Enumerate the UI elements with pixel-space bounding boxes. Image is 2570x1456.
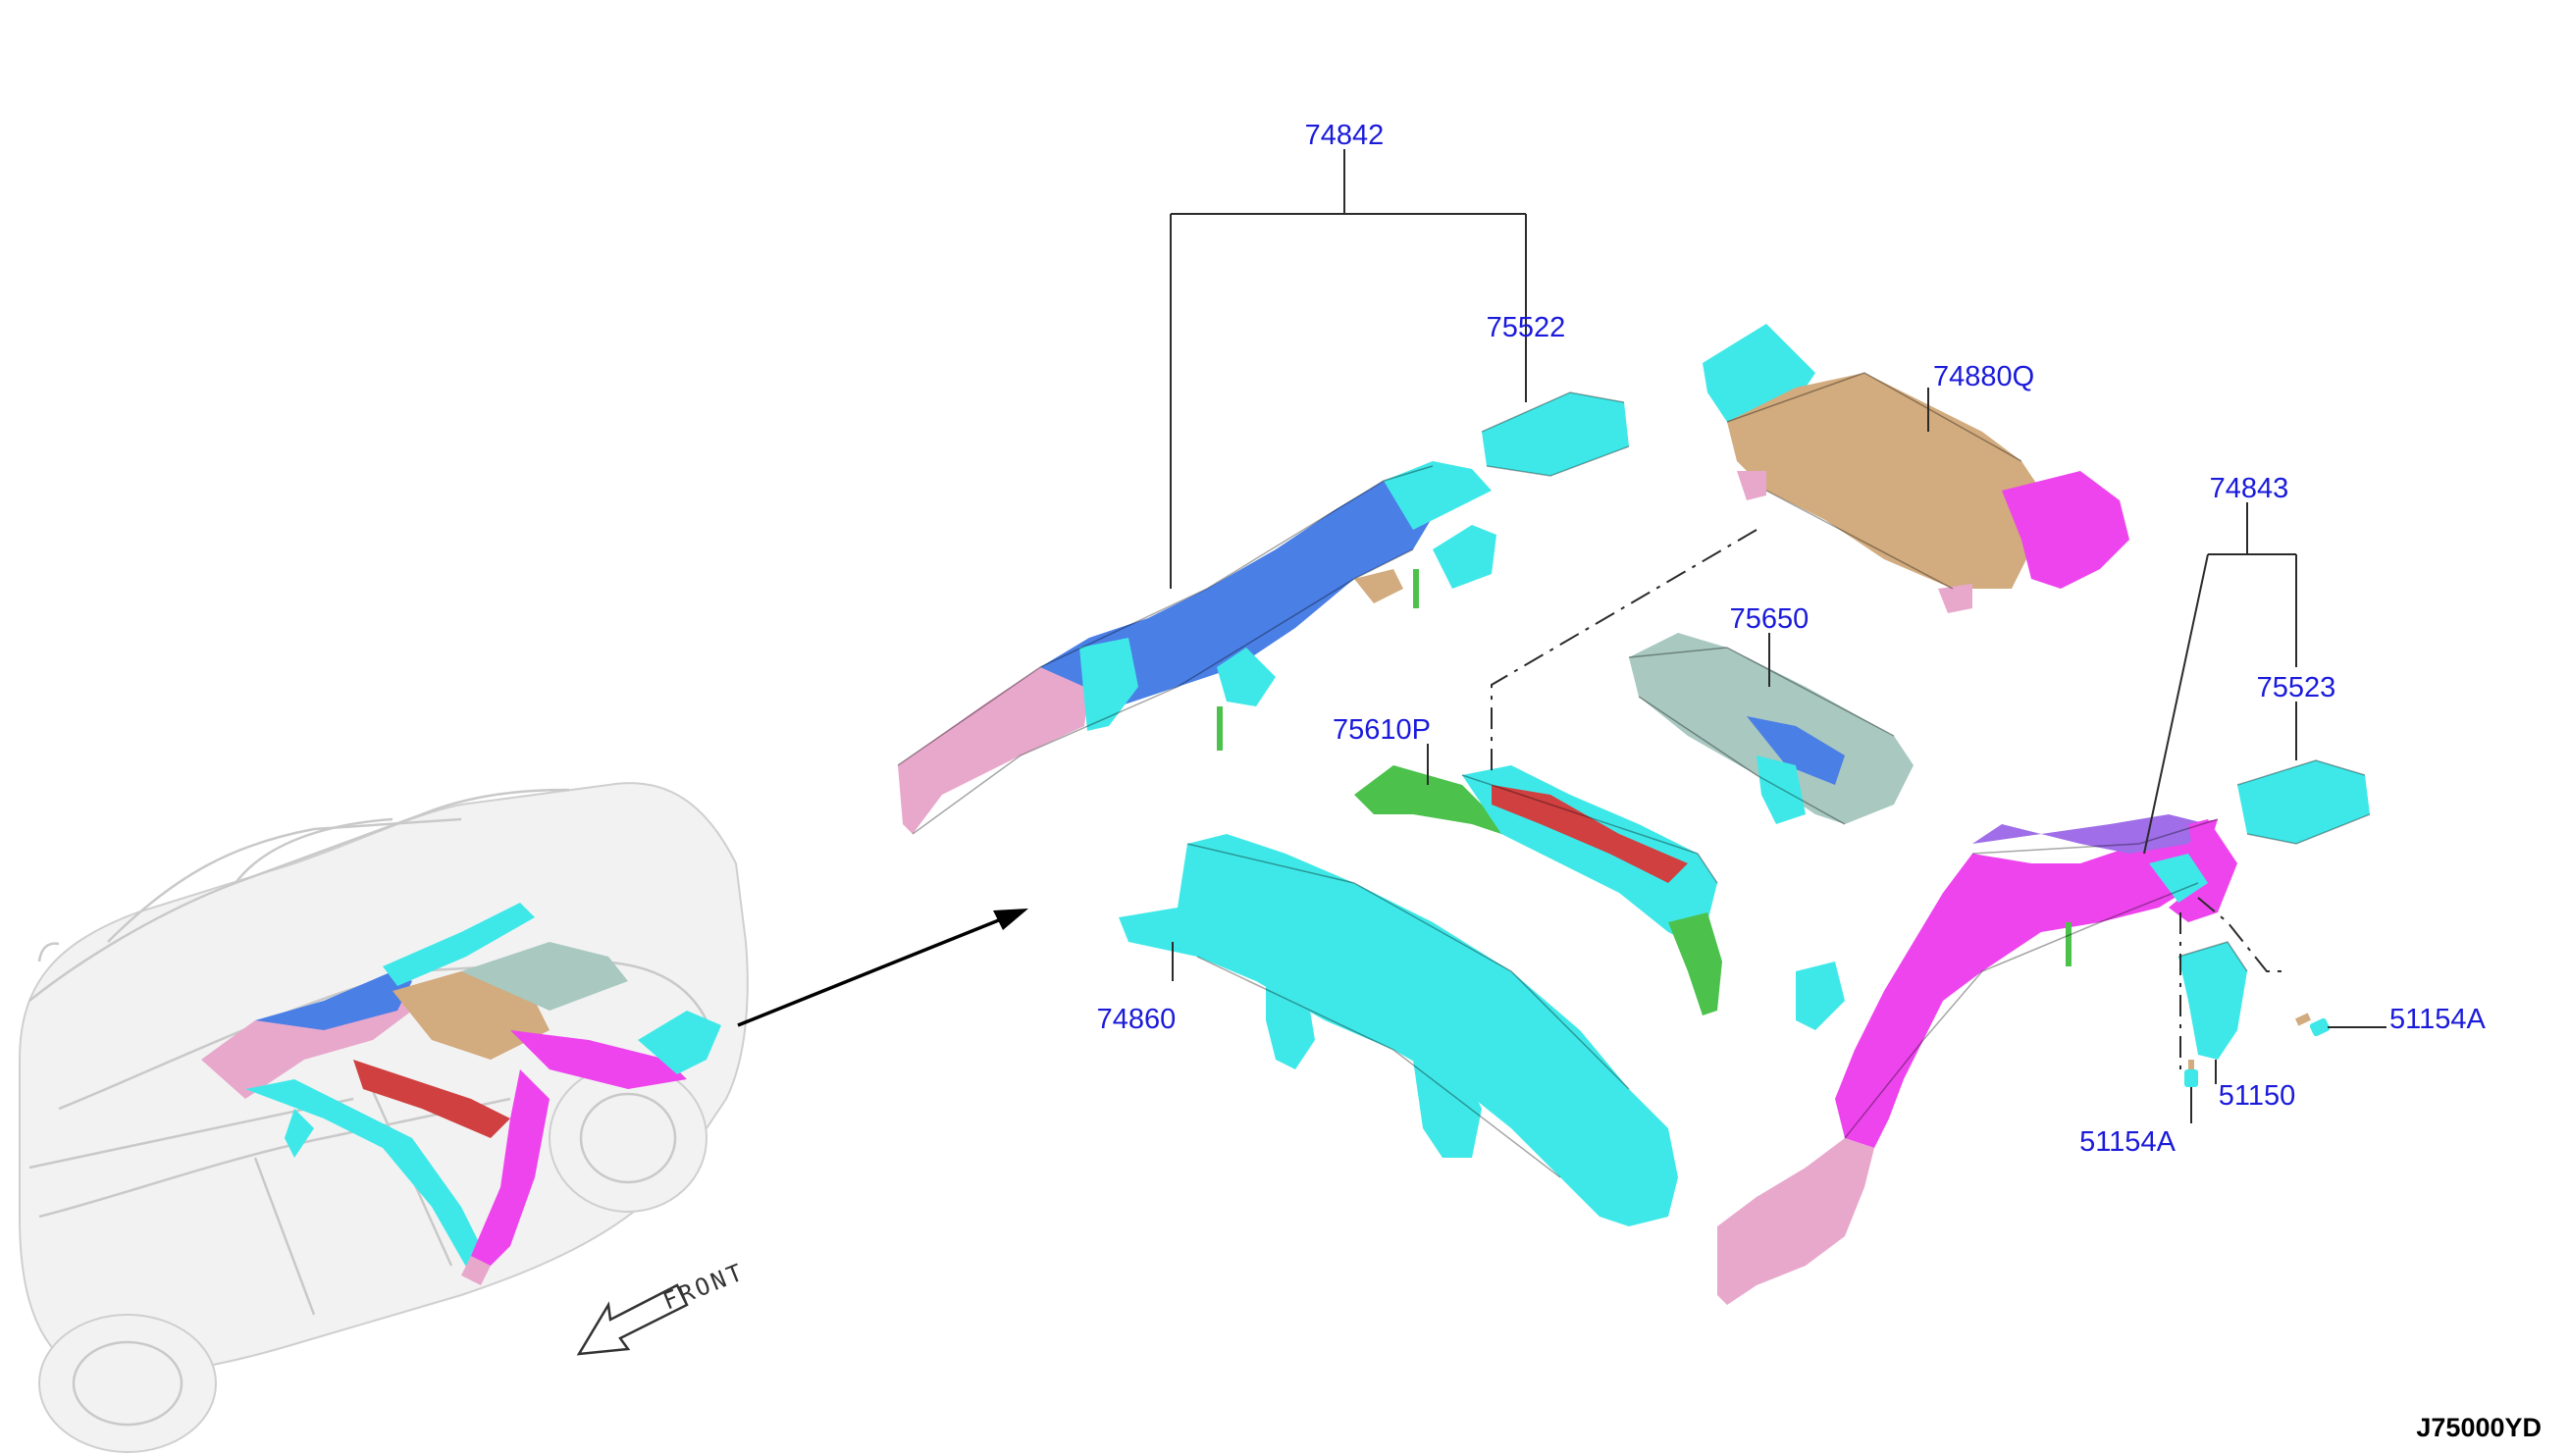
part-75523-bracket[interactable] [2236, 759, 2371, 845]
label-74842[interactable]: 74842 [1305, 120, 1385, 151]
part-51154a-bolt-right[interactable] [2294, 1013, 2331, 1037]
callout-arrow [737, 909, 1028, 1027]
part-51150-bracket[interactable] [2177, 941, 2248, 1060]
label-74860[interactable]: 74860 [1097, 1004, 1177, 1035]
label-75610p[interactable]: 75610P [1333, 714, 1431, 746]
part-51154a-bolt-bottom[interactable] [2184, 1060, 2198, 1087]
diagram-code: J75000YD [2416, 1413, 2542, 1442]
label-74843[interactable]: 74843 [2210, 473, 2289, 504]
front-arrow-icon [576, 1283, 689, 1356]
part-75650-cross-member[interactable] [1628, 633, 1914, 825]
part-75610p-rail[interactable] [1354, 765, 1722, 1015]
part-74860-rear-cross-member[interactable] [1119, 834, 1678, 1226]
label-74880q[interactable]: 74880Q [1933, 361, 2034, 392]
front-label: FRONT [659, 1258, 749, 1316]
label-75523[interactable]: 75523 [2257, 672, 2336, 703]
car-rear-structure-miniature [201, 903, 721, 1285]
part-labels: 74842 75522 74880Q 74843 75650 75523 756… [1097, 120, 2487, 1158]
part-75522-bracket[interactable] [1481, 391, 1630, 477]
front-direction-indicator: FRONT [576, 1258, 749, 1356]
label-75650[interactable]: 75650 [1730, 603, 1809, 635]
label-51154a-bottom[interactable]: 51154A [2079, 1126, 2176, 1158]
part-74842-rear-side-member-lh[interactable] [897, 461, 1496, 835]
label-51150[interactable]: 51150 [2219, 1080, 2296, 1112]
leader-lines [1170, 149, 2386, 1123]
label-51154a-right[interactable]: 51154A [2389, 1004, 2486, 1035]
label-75522[interactable]: 75522 [1487, 312, 1566, 343]
front-wheel-shape [38, 1314, 217, 1453]
car-phantom-illustration [19, 782, 749, 1453]
part-74880q-rear-floor-panel[interactable] [1703, 324, 2129, 613]
part-74843-rear-side-member-rh[interactable] [1717, 814, 2237, 1305]
